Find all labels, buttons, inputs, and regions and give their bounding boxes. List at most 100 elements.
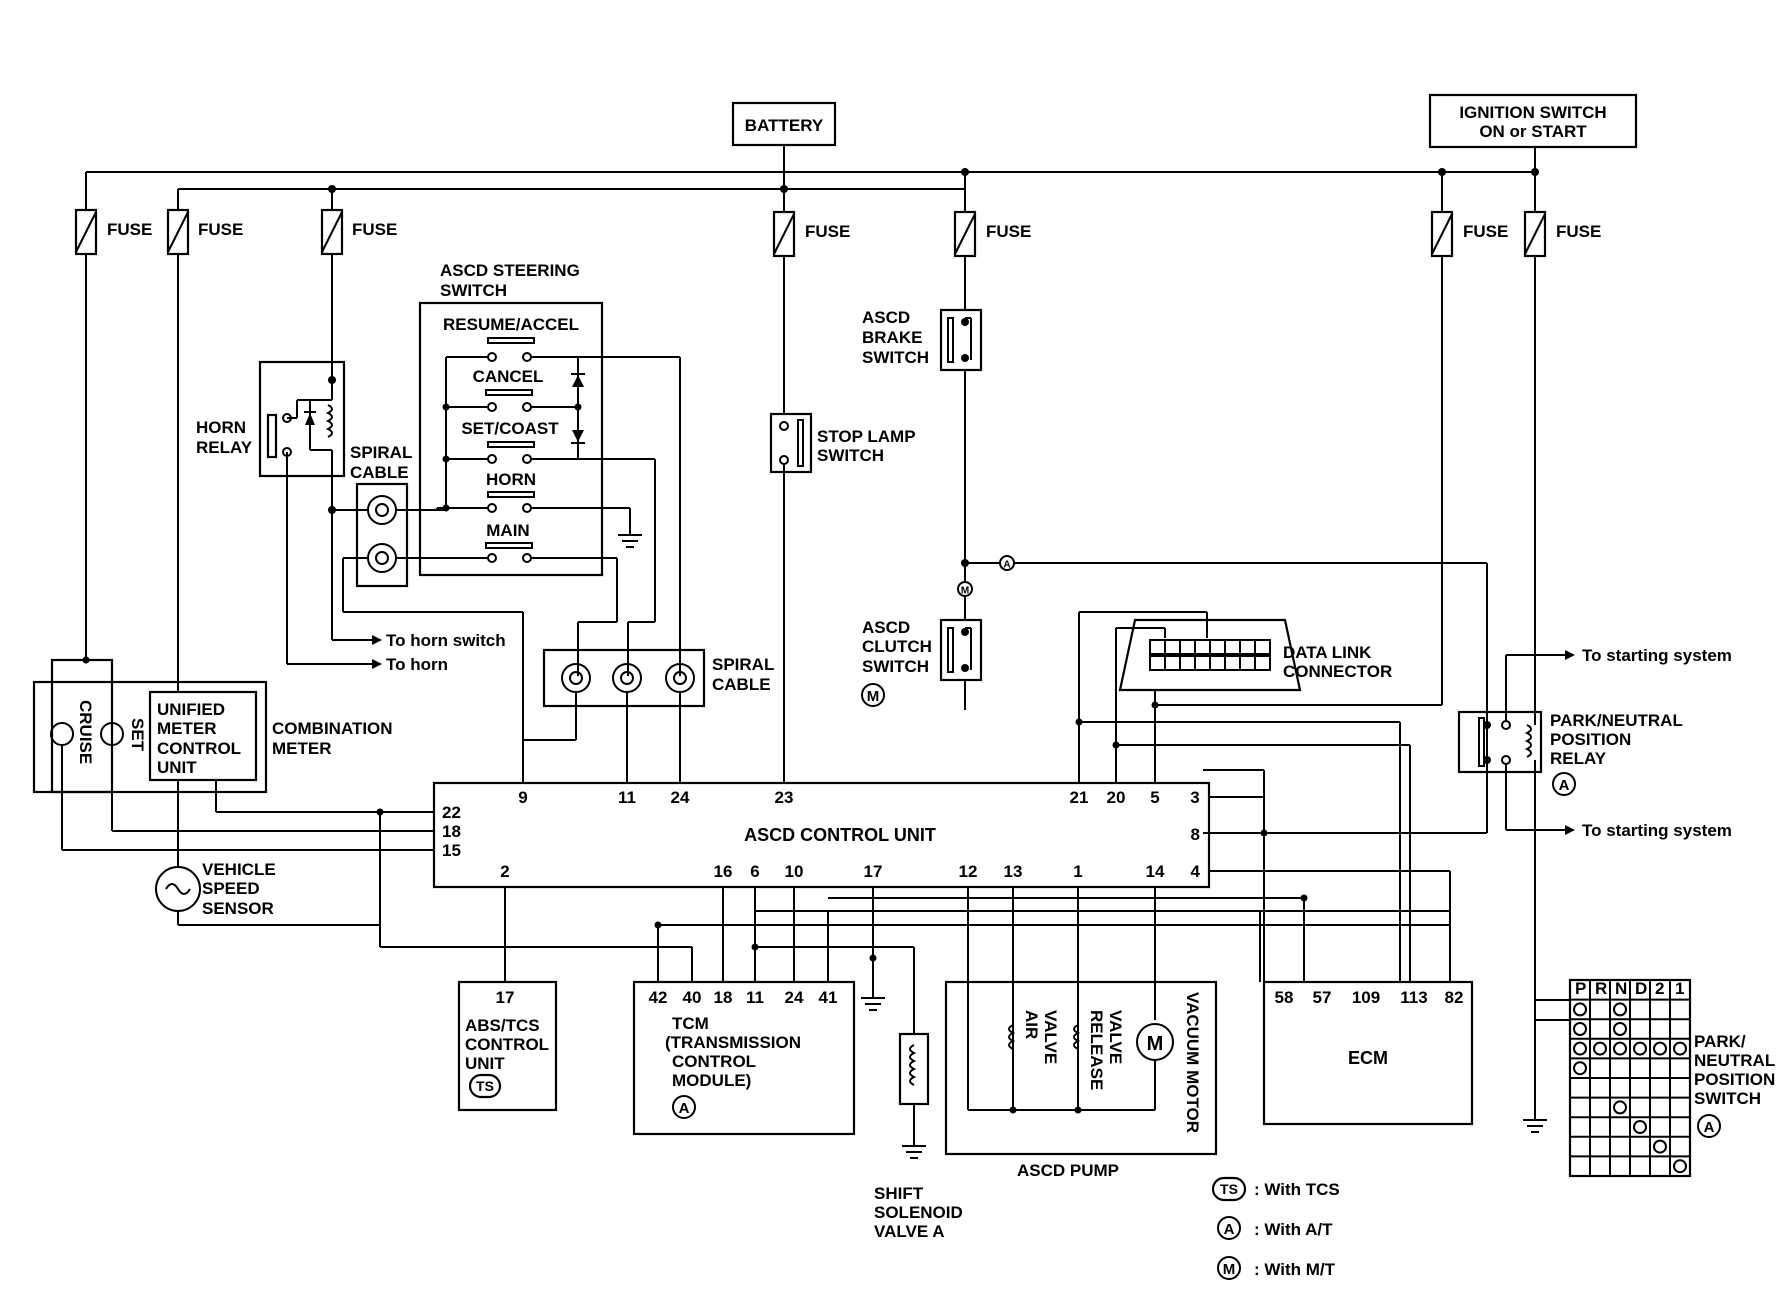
svg-text:VACUUM MOTOR: VACUUM MOTOR [1183,992,1202,1133]
svg-text:: With M/T: : With M/T [1254,1260,1336,1279]
abs-tcs-control-unit: 17 ABS/TCS CONTROL UNIT TS [457,980,558,1112]
svg-text:TS: TS [1220,1181,1238,1197]
svg-text:VALVE: VALVE [1041,1010,1060,1064]
pnp-contact [1613,1002,1627,1017]
svg-text:N: N [1615,979,1627,998]
pnp-contact [1653,1041,1667,1056]
svg-text:58: 58 [1275,988,1294,1007]
svg-text:UNIFIED: UNIFIED [157,700,225,719]
pnp-contact [1653,1139,1667,1154]
svg-text:24: 24 [671,788,690,807]
svg-text:ASCD: ASCD [862,308,910,327]
svg-text:41: 41 [819,988,838,1007]
svg-text:SET: SET [128,718,147,752]
svg-text:HORN: HORN [486,470,536,489]
svg-text:SWITCH: SWITCH [862,348,929,367]
svg-text:SWITCH: SWITCH [862,657,929,676]
svg-text:ASCD CONTROL UNIT: ASCD CONTROL UNIT [744,825,936,845]
svg-text:TS: TS [476,1078,494,1094]
svg-text:IGNITION SWITCH: IGNITION SWITCH [1459,103,1606,122]
svg-text:To starting system: To starting system [1582,821,1732,840]
svg-text:RESUME/ACCEL: RESUME/ACCEL [443,315,579,334]
svg-text:24: 24 [785,988,804,1007]
svg-text:FUSE: FUSE [352,220,397,239]
svg-text:METER: METER [272,739,332,758]
svg-text:To horn: To horn [386,655,448,674]
svg-text:57: 57 [1313,988,1332,1007]
pnp-contact [1573,1061,1587,1076]
svg-text:SWITCH: SWITCH [440,281,507,300]
svg-text:CRUISE: CRUISE [76,700,95,764]
svg-text:15: 15 [442,841,461,860]
park-neutral-relay: To starting system To starting system PA… [1203,256,1732,1000]
svg-text:ECM: ECM [1348,1048,1388,1068]
combination-meter: UNIFIED METER CONTROL UNIT COMBINATION M… [32,254,393,794]
svg-text:10: 10 [785,862,804,881]
svg-text:FUSE: FUSE [986,222,1031,241]
svg-text:9: 9 [518,788,527,807]
svg-text:COMBINATION: COMBINATION [272,719,393,738]
svg-text:SWITCH: SWITCH [1694,1089,1761,1108]
svg-text:16: 16 [714,862,733,881]
svg-text:FUSE: FUSE [198,220,243,239]
svg-text:2: 2 [1655,979,1664,998]
pnp-contact [1573,1002,1587,1017]
ignition-switch-box: IGNITION SWITCH ON or START [1428,93,1638,149]
svg-text:CABLE: CABLE [350,463,409,482]
tcm: 42 40 18 11 24 41 TCM (TRANSMISSION CONT… [632,980,856,1136]
svg-text:SOLENOID: SOLENOID [874,1203,963,1222]
pnp-contact [1593,1041,1607,1056]
svg-text:RELAY: RELAY [1550,749,1607,768]
svg-text:CLUTCH: CLUTCH [862,637,932,656]
pnp-grid [1569,979,1691,1177]
svg-text:BRAKE: BRAKE [862,328,922,347]
svg-text:SPEED: SPEED [202,879,260,898]
svg-text:113: 113 [1400,988,1427,1007]
svg-text:8: 8 [1191,825,1200,844]
svg-text:UNIT: UNIT [157,758,197,777]
svg-text:PARK/: PARK/ [1694,1032,1746,1051]
pnp-contact [1673,1159,1687,1174]
park-neutral-position-switch: P R N D 2 1 PARK/ NEUTRAL POSITION SWITC… [1523,978,1775,1178]
svg-text:109: 109 [1352,988,1380,1007]
svg-text:20: 20 [1107,788,1126,807]
svg-text:SPIRAL: SPIRAL [350,443,412,462]
svg-text:23: 23 [775,788,794,807]
svg-text:17: 17 [864,862,883,881]
svg-text:: With A/T: : With A/T [1254,1220,1333,1239]
pnp-contact [1613,1041,1627,1056]
svg-text:M: M [1147,1033,1164,1055]
svg-text:CONTROL: CONTROL [672,1052,756,1071]
svg-text:A: A [1704,1119,1715,1136]
svg-text:POSITION: POSITION [1550,730,1631,749]
legend: TS : With TCS A : With A/T M : With M/T [1211,1176,1340,1280]
svg-text:ASCD PUMP: ASCD PUMP [1017,1161,1119,1180]
svg-text:CANCEL: CANCEL [473,367,544,386]
svg-text:CONTROL: CONTROL [465,1035,549,1054]
svg-text:ON or START: ON or START [1479,122,1587,141]
pnp-contact [1573,1041,1587,1056]
svg-text:VALVE A: VALVE A [874,1222,945,1241]
ecm: 58 57 109 113 82 ECM [1262,980,1474,1126]
spiral-cable-left: SPIRAL CABLE [328,443,524,783]
svg-text:A: A [1003,560,1010,571]
svg-text:RELAY: RELAY [196,438,253,457]
pnp-contact [1613,1022,1627,1036]
svg-text:4: 4 [1191,862,1201,881]
svg-text:POSITION: POSITION [1694,1070,1775,1089]
svg-text:5: 5 [1150,788,1159,807]
svg-text:1: 1 [1073,862,1082,881]
vehicle-speed-sensor: VEHICLE SPEED SENSOR [155,780,381,947]
svg-text:FUSE: FUSE [805,222,850,241]
svg-text:M: M [1223,1261,1236,1278]
svg-text:A: A [1559,777,1570,794]
svg-text:CONNECTOR: CONNECTOR [1283,662,1392,681]
svg-text:13: 13 [1004,862,1023,881]
svg-text:P: P [1575,979,1586,998]
svg-text:CONTROL: CONTROL [157,739,241,758]
svg-text:2: 2 [500,862,509,881]
ascd-control-unit: ASCD CONTROL UNIT 9 11 24 23 21 20 5 3 2… [61,745,1487,982]
svg-text:PARK/NEUTRAL: PARK/NEUTRAL [1550,711,1683,730]
battery-box: BATTERY [731,101,837,147]
svg-text:To horn switch: To horn switch [386,631,506,650]
